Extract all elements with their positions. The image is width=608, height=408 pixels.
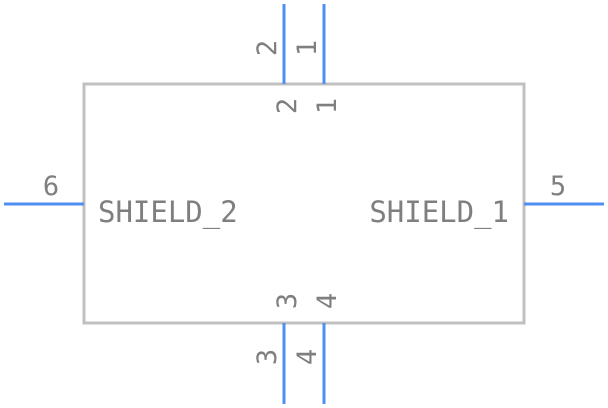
pin-6-number: 6	[43, 171, 59, 202]
pin-3-inner-number: 3	[272, 293, 303, 309]
pin-3-outer-number: 3	[252, 349, 283, 365]
pin-1-outer-number: 1	[292, 40, 323, 56]
pin-4-inner-number: 4	[312, 293, 343, 309]
pin-2-inner-number: 2	[272, 98, 303, 114]
signal-shield-2-label: SHIELD_2	[98, 195, 238, 230]
pin-2-outer-number: 2	[252, 40, 283, 56]
pin-1-inner-number: 1	[312, 98, 343, 114]
pin-5-number: 5	[550, 171, 566, 202]
pin-4-outer-number: 4	[292, 349, 323, 365]
signal-shield-1-label: SHIELD_1	[369, 195, 509, 230]
